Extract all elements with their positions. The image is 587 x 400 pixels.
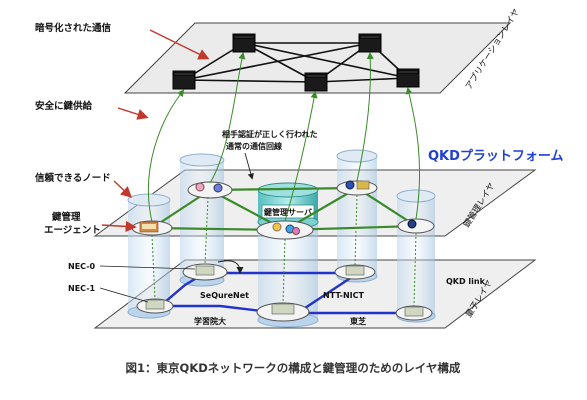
label-ntt-nict: NTT-NICT	[323, 291, 364, 300]
label-nec0: NEC-0	[68, 262, 96, 271]
safe-key-pointer	[117, 107, 149, 120]
server-icon	[358, 33, 382, 53]
encrypted-comm-pointer	[149, 29, 210, 60]
label-nec1: NEC-1	[68, 284, 96, 293]
agent-pointer	[101, 220, 137, 233]
label-gakushuin: 学習院大	[194, 316, 226, 326]
qkd-devices	[136, 263, 433, 322]
label-encrypted-comm: 暗号化された通信	[35, 22, 112, 34]
label-sequrenet: SeQureNet	[200, 291, 249, 300]
nec1-pointer	[99, 287, 149, 303]
trusted-node-pointer	[113, 180, 133, 198]
label-agent: エージェント	[44, 225, 101, 236]
key-supply-arrows	[147, 52, 421, 223]
mutual-auth-pointer	[244, 152, 254, 180]
qkd-platform-title: QKDプラットフォーム	[428, 149, 564, 164]
label-safe-key-supply: 安全に鍵供給	[35, 100, 93, 112]
app-servers	[172, 33, 420, 92]
sequrenet-arrow	[217, 260, 244, 274]
label-trusted-node: 信頼できるノード	[35, 172, 111, 184]
figure-caption: 図1：東京QKDネットワークの構成と鍵管理のためのレイヤ構成	[126, 361, 461, 375]
key-icons	[139, 180, 417, 235]
server-icon	[396, 68, 420, 88]
label-mutual-auth: 相手認証が正しく行われた	[222, 129, 318, 139]
qkd-link-label: QKD link	[446, 277, 486, 286]
label-toshiba: 東芝	[350, 316, 366, 326]
server-icon	[304, 72, 328, 92]
server-icon	[232, 33, 256, 53]
nec0-pointer	[99, 265, 196, 270]
server-icon	[172, 70, 196, 90]
label-key-mgmt: 鍵管理	[52, 211, 81, 223]
label-normal-line: 通常の通信回線	[226, 141, 282, 151]
